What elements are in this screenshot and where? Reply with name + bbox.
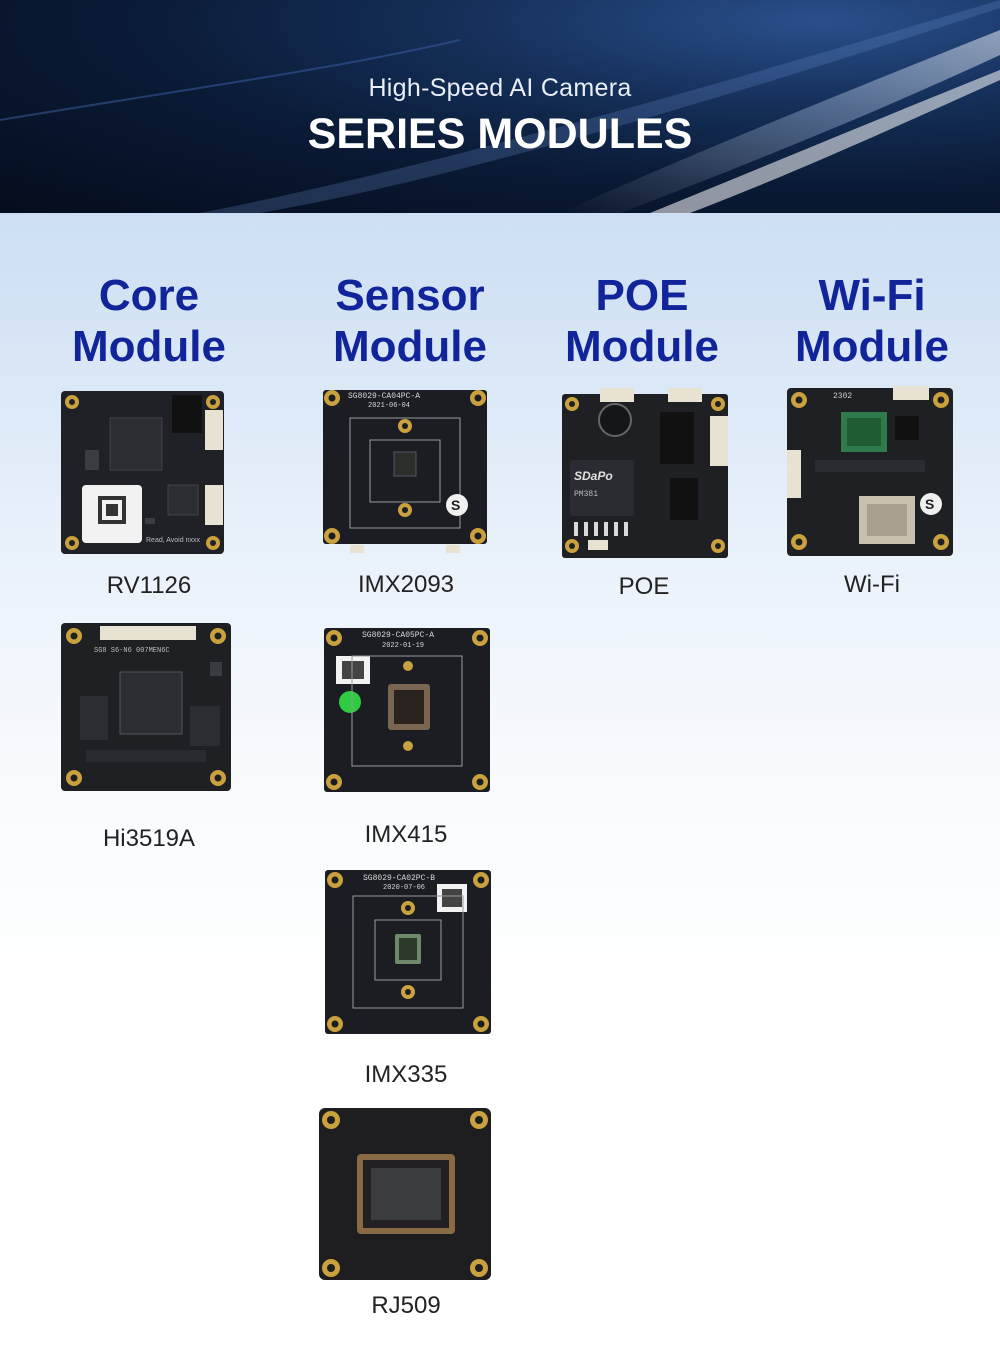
imx335-board-image: SG8029-CA02PC-B 2020-07-06 [325,870,491,1034]
rv1126-board-image: Read, Avoid nxxx [61,391,224,554]
imx2093-board-date: 2021-06-04 [368,402,410,410]
heading-line1: POE [595,271,689,320]
imx415-board-label: SG8029-CA05PC-A [362,631,434,640]
poe-board-model: PM381 [574,490,598,499]
rj509-board-image [319,1108,491,1280]
caption-imx335: IMX335 [364,1061,448,1088]
poe-board-brand: SDaPo [574,469,613,483]
banner-title: SERIES MODULES [307,110,693,158]
heading-line1: Core [98,271,200,320]
heading-wifi-module: Wi-Fi Module [757,270,987,372]
caption-rv1126: RV1126 [106,572,192,599]
caption-hi3519a: Hi3519A [102,825,196,852]
caption-wifi: Wi-Fi [844,571,900,598]
heading-sensor-module: Sensor Module [295,270,525,372]
imx415-board-date: 2022-01-19 [382,642,424,650]
imx335-board-date: 2020-07-06 [383,884,425,892]
heading-line2: Module [333,322,487,371]
svg-text:S: S [925,496,934,512]
caption-poe: POE [618,573,670,600]
imx2093-board-image: SG8029-CA04PC-A 2021-06-04 S [323,390,487,553]
imx415-board-image: SG8029-CA05PC-A 2022-01-19 [324,628,490,792]
heading-core-module: Core Module [34,270,264,372]
light-streak-graphic [0,0,1000,213]
caption-rj509: RJ509 [371,1292,441,1319]
heading-poe-module: POE Module [527,270,757,372]
imx335-board-label: SG8029-CA02PC-B [363,874,435,883]
header-banner: High-Speed AI Camera SERIES MODULES [0,0,1000,213]
wifi-board-label: 2302 [833,392,852,401]
caption-imx2093: IMX2093 [357,571,455,598]
imx2093-board-label: SG8029-CA04PC-A [348,392,420,401]
heading-line1: Sensor [335,271,485,320]
hi3519a-board-image: SG8 S6-N6 007MEN6C [61,623,231,791]
caption-imx415: IMX415 [364,821,448,848]
svg-text:S: S [451,497,460,513]
hi3519a-board-label: SG8 S6-N6 007MEN6C [94,647,170,655]
banner-subtitle: High-Speed AI Camera [368,74,632,102]
heading-line2: Module [795,322,949,371]
wifi-board-image: 2302 S [787,386,953,556]
poe-board-image: SDaPo PM381 [562,388,728,558]
heading-line2: Module [72,322,226,371]
heading-line2: Module [565,322,719,371]
rv1126-board-label: Read, Avoid nxxx [146,537,200,544]
heading-line1: Wi-Fi [818,271,926,320]
